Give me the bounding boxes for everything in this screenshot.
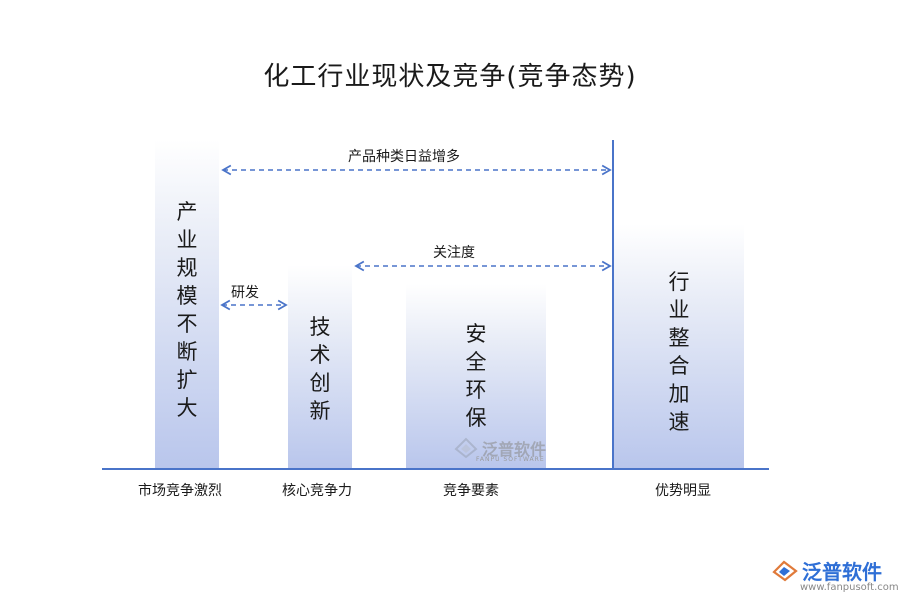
- bar-label-industry-integration: 行 业 整 合 加 速: [614, 268, 744, 436]
- bar-industry-scale: 产 业 规 模 不 断 扩 大: [155, 140, 219, 468]
- brand-logo: 泛普软件: [772, 556, 882, 585]
- bar-char: 大: [176, 396, 198, 420]
- bar-char: 合: [668, 354, 690, 378]
- watermark-sub: FANPU SOFTWARE: [476, 456, 545, 463]
- category-label: 优势明显: [655, 483, 711, 499]
- watermark: 泛普软件: [454, 436, 546, 460]
- bar-char: 产: [176, 200, 198, 224]
- bar-tech-innovation: 技 术 创 新: [288, 265, 352, 468]
- arrow-label-products: 产品种类日益增多: [348, 149, 460, 165]
- bar-industry-integration: 行 业 整 合 加 速: [614, 224, 744, 468]
- bar-label-tech-innovation: 技 术 创 新: [288, 313, 352, 425]
- bar-char: 断: [176, 340, 198, 364]
- bar-char: 加: [668, 382, 690, 406]
- category-label: 竞争要素: [443, 483, 499, 499]
- bar-char: 业: [176, 228, 198, 252]
- brand-url: www.fanpusoft.com: [800, 582, 899, 593]
- category-label: 核心竞争力: [282, 483, 352, 499]
- bar-char: 安: [465, 322, 487, 346]
- bar-char: 行: [668, 270, 690, 294]
- bar-char: 环: [465, 378, 487, 402]
- watermark-name: 泛普软件: [482, 440, 547, 459]
- bar-char: 新: [309, 399, 331, 423]
- bar-safety-environment: 安 全 环 保: [406, 284, 546, 468]
- bar-char: 创: [309, 371, 331, 395]
- bar-char: 业: [668, 298, 690, 322]
- bar-char: 技: [309, 315, 331, 339]
- bar-char: 全: [465, 350, 487, 374]
- vertical-divider: [612, 140, 614, 468]
- bar-char: 保: [465, 406, 487, 430]
- category-label: 市场竞争激烈: [138, 483, 222, 499]
- bar-char: 整: [668, 326, 690, 350]
- bar-char: 规: [176, 256, 198, 280]
- baseline: [102, 468, 769, 470]
- bar-char: 模: [176, 284, 198, 308]
- bar-char: 速: [668, 410, 690, 434]
- bar-label-safety-environment: 安 全 环 保: [406, 320, 546, 432]
- arrow-label-attention: 关注度: [433, 245, 475, 261]
- bar-char: 扩: [176, 368, 198, 392]
- watermark-logo-icon: [454, 437, 478, 459]
- brand-logo-name: 泛普软件: [802, 560, 882, 584]
- bar-label-industry-scale: 产 业 规 模 不 断 扩 大: [155, 198, 219, 422]
- brand-logo-icon: [772, 560, 798, 581]
- arrow-label-rnd: 研发: [231, 285, 259, 301]
- bar-char: 术: [309, 343, 331, 367]
- diagram-title: 化工行业现状及竞争(竞争态势): [263, 62, 637, 92]
- bar-char: 不: [176, 312, 198, 336]
